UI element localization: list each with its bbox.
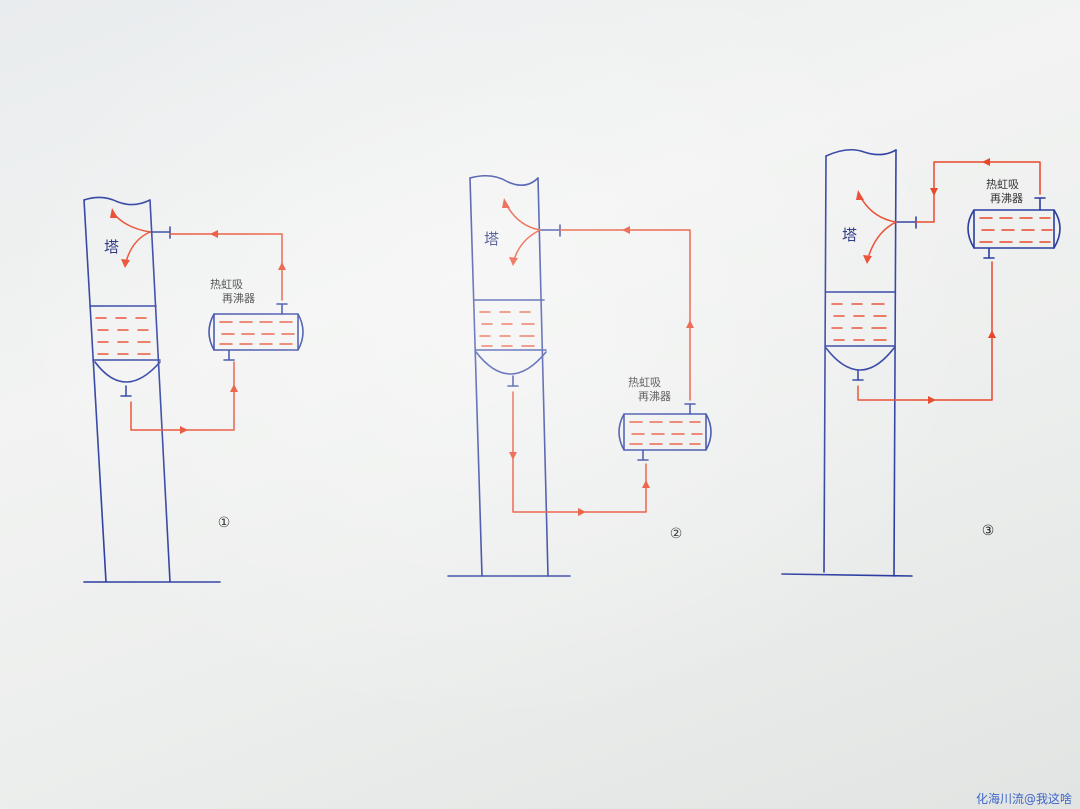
reboiler-1 — [208, 303, 304, 361]
number-label-1: ① — [218, 515, 231, 531]
number-label-2: ② — [670, 526, 683, 542]
diagram-number-1: ① — [218, 515, 231, 531]
diagram-3: 塔 热虹吸 再沸器 ③ — [781, 148, 1061, 577]
reboiler-label-2-line2: 再沸器 — [638, 390, 671, 403]
diagram-2: 塔 热虹吸 再沸器 ② — [447, 174, 712, 577]
vapor-arrows-3 — [856, 190, 897, 264]
tower-3 — [781, 148, 917, 577]
tower-label-1: 塔 — [104, 238, 119, 256]
reboiler-label-2-line1: 热虹吸 — [628, 376, 661, 389]
vapor-arrows-1 — [110, 208, 151, 268]
tower-label-3: 塔 — [842, 226, 857, 244]
tower-label-2: 塔 — [484, 230, 499, 248]
reboiler-label-1-line1: 热虹吸 — [210, 278, 243, 291]
reboiler-3 — [967, 197, 1061, 259]
vapor-arrows-2 — [502, 198, 541, 266]
tower-1 — [83, 196, 221, 583]
watermark: 化海川流@我这啥 — [975, 792, 1072, 806]
reboiler-2 — [618, 403, 712, 461]
reboiler-label-3-line1: 热虹吸 — [986, 178, 1019, 191]
tower-2 — [447, 174, 571, 577]
reboiler-label-3-line2: 再沸器 — [990, 192, 1023, 205]
flow-lines-2 — [509, 226, 694, 516]
number-label-3: ③ — [982, 523, 995, 539]
flow-lines-3 — [857, 158, 1041, 404]
diagram-1: 塔 热虹吸 再沸器 ① — [83, 196, 304, 583]
tower-liquid-3 — [831, 303, 887, 341]
tower-liquid-2 — [479, 311, 535, 347]
reboiler-label-1-line2: 再沸器 — [222, 292, 255, 305]
tower-liquid-1 — [95, 317, 151, 355]
diagram-number-2: ② — [670, 526, 683, 542]
flow-lines-1 — [130, 230, 286, 434]
diagram-number-3: ③ — [982, 523, 995, 539]
